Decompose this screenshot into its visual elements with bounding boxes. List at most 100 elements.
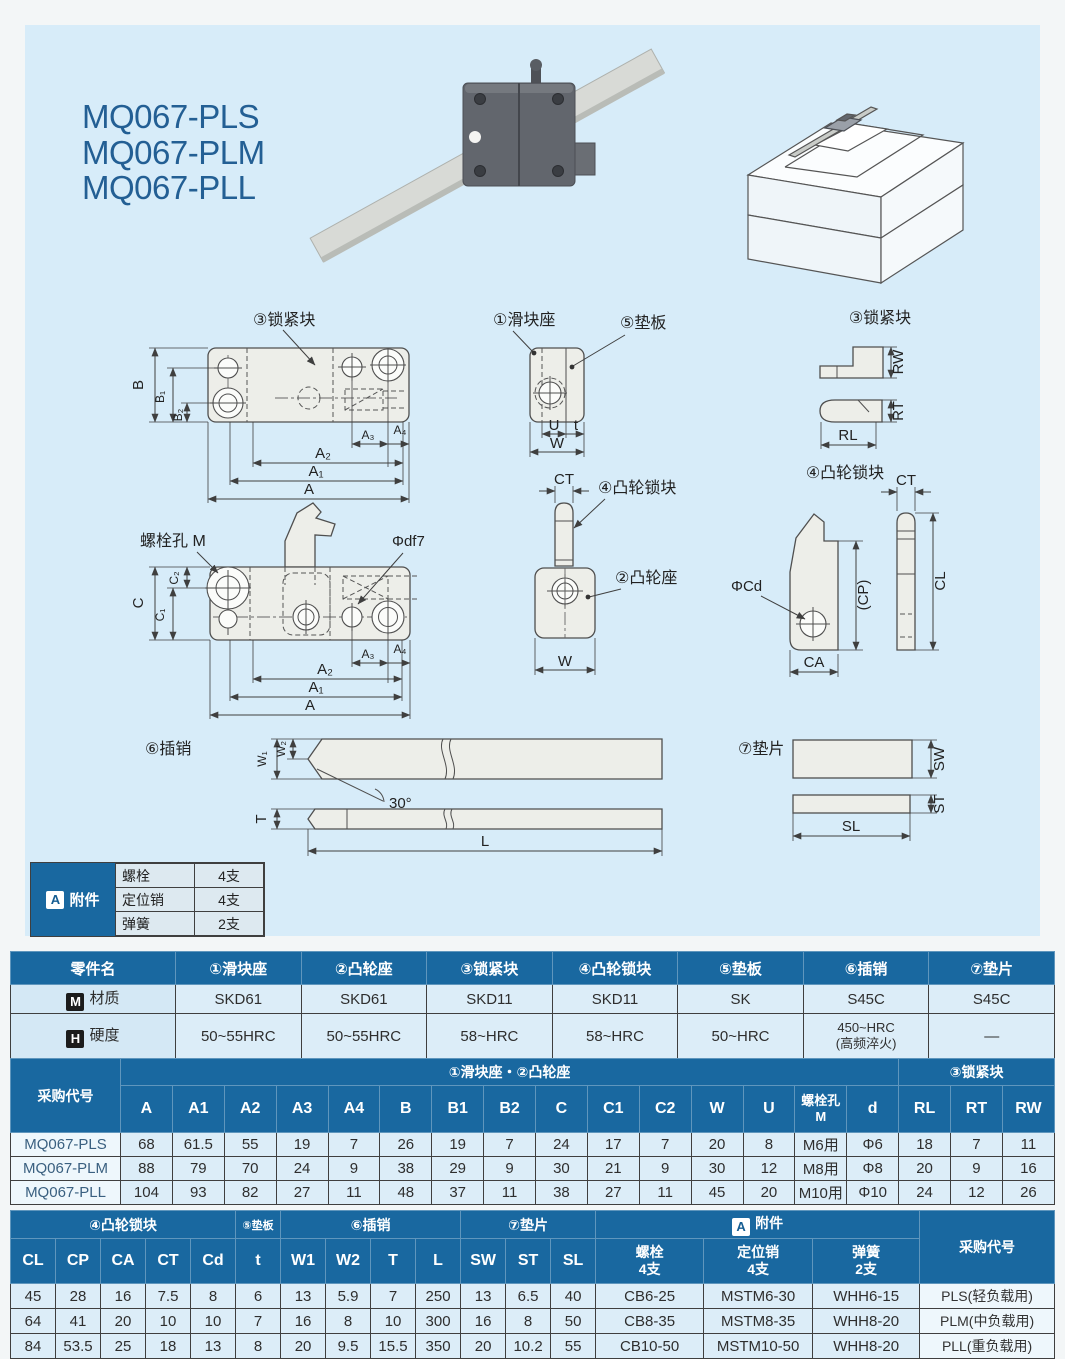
cell: 55 bbox=[550, 1333, 597, 1359]
cell: 58~HRC bbox=[426, 1013, 553, 1059]
cell: 11 bbox=[483, 1180, 536, 1205]
dim-A3: A₃ bbox=[362, 428, 375, 442]
accessory-group-label: 附件 bbox=[755, 1215, 784, 1231]
cell: 20 bbox=[460, 1333, 507, 1359]
col-header: W2 bbox=[325, 1238, 372, 1284]
cell: 350 bbox=[415, 1333, 462, 1359]
cell: 16 bbox=[460, 1308, 507, 1334]
cell: 10 bbox=[370, 1308, 417, 1334]
dim-CT: CT bbox=[896, 472, 916, 489]
cell: 11 bbox=[327, 1180, 381, 1205]
col-header: ②凸轮座 bbox=[300, 951, 428, 985]
cell: 8 bbox=[742, 1132, 796, 1157]
product-code: PLL(重负载用) bbox=[919, 1333, 1055, 1359]
cell: 21 bbox=[586, 1156, 640, 1181]
cell: 8 bbox=[235, 1333, 282, 1359]
accessory-name: 螺栓 bbox=[115, 863, 195, 888]
cell: 8 bbox=[325, 1308, 372, 1334]
cell: 7 bbox=[235, 1308, 282, 1334]
drawing-cam-seat-front: CT ④凸轮锁块 ②凸轮座 W bbox=[534, 471, 677, 675]
col-header: ①滑块座 bbox=[175, 951, 302, 985]
dim-A1: A₁ bbox=[308, 679, 323, 696]
lock-block-label: ③锁紧块 bbox=[253, 311, 315, 329]
cell: SK bbox=[677, 984, 804, 1014]
cell: 93 bbox=[171, 1180, 225, 1205]
dimension-table: 采购代号 ①滑块座・②凸轮座 ③锁紧块 A A1 A2 A3 A4 B B1 B… bbox=[10, 1058, 1056, 1205]
dim-CL: CL bbox=[932, 571, 949, 590]
cell: 27 bbox=[275, 1180, 329, 1205]
dim-C1: C₁ bbox=[153, 609, 167, 622]
dim-W: W bbox=[550, 435, 565, 452]
cell: 9 bbox=[327, 1156, 381, 1181]
col-header: SL bbox=[550, 1238, 597, 1284]
cell: 7 bbox=[483, 1132, 536, 1157]
dim-W2: W₂ bbox=[274, 741, 288, 757]
cell: 38 bbox=[379, 1156, 433, 1181]
cell: 20 bbox=[898, 1156, 951, 1181]
col-header: C bbox=[535, 1085, 588, 1133]
cell: 30 bbox=[690, 1156, 744, 1181]
cell: 10 bbox=[145, 1308, 191, 1334]
cell: 41 bbox=[55, 1308, 101, 1334]
col-header: RL bbox=[898, 1085, 951, 1133]
cell: 13 bbox=[460, 1283, 507, 1309]
cell: 7.5 bbox=[145, 1283, 191, 1309]
cell: 26 bbox=[1001, 1180, 1056, 1205]
part-name-header: 零件名 bbox=[10, 951, 176, 985]
accessory-tag: A bbox=[732, 1218, 751, 1236]
cell: 10 bbox=[189, 1308, 237, 1334]
table-row: MQ067-PLL 104 93 82 27 11 48 37 11 38 27… bbox=[10, 1180, 1056, 1205]
accessory-box: A 附件 螺栓 4支 定位销 4支 弹簧 2支 bbox=[30, 862, 265, 937]
cell: 104 bbox=[120, 1180, 173, 1205]
cell: 8 bbox=[189, 1283, 237, 1309]
product-photo bbox=[309, 48, 666, 263]
accessory-name: 定位销 bbox=[115, 887, 195, 912]
dim-U: U bbox=[549, 417, 560, 434]
cell: 48 bbox=[379, 1180, 433, 1205]
cell: 18 bbox=[898, 1132, 951, 1157]
table-row: 零件名 ①滑块座 ②凸轮座 ③锁紧块 ④凸轮锁块 ⑤垫板 ⑥插销 ⑦垫片 bbox=[10, 951, 1055, 985]
table-row: A A1 A2 A3 A4 B B1 B2 C C1 C2 W U 螺栓孔 M … bbox=[11, 1085, 1056, 1133]
cell: WHH8-20 bbox=[812, 1333, 921, 1359]
col-header-bolt: 螺栓 4支 bbox=[595, 1238, 705, 1284]
cell: 12 bbox=[742, 1156, 796, 1181]
cell: 27 bbox=[586, 1180, 640, 1205]
drawing-panel: MQ067-PLS MQ067-PLM MQ067-PLL bbox=[25, 25, 1040, 936]
cell: 20 bbox=[100, 1308, 146, 1334]
dim-A: A bbox=[305, 697, 315, 714]
cell: 13 bbox=[189, 1333, 237, 1359]
cell: 45 bbox=[10, 1283, 56, 1309]
dim-W1: W₁ bbox=[255, 751, 269, 766]
col-header: W bbox=[690, 1085, 744, 1133]
dim-RL: RL bbox=[838, 427, 857, 444]
dim-T: T bbox=[253, 814, 270, 823]
col-header: ST bbox=[505, 1238, 552, 1284]
col-header: RT bbox=[950, 1085, 1003, 1133]
code-header: 采购代号 bbox=[10, 1058, 121, 1133]
col-header: L bbox=[415, 1238, 462, 1284]
dim-L: L bbox=[481, 833, 489, 850]
col-header: t bbox=[235, 1238, 282, 1284]
drawing-slider-seat-top: ③锁紧块 B B₁ B₂ A₃ bbox=[130, 311, 410, 503]
dim-C: C bbox=[130, 597, 147, 608]
cell: 20 bbox=[742, 1180, 796, 1205]
cell: M8用 bbox=[794, 1156, 848, 1181]
cell: 18 bbox=[145, 1333, 191, 1359]
cell: Φ10 bbox=[846, 1180, 900, 1205]
dim-CT: CT bbox=[554, 471, 574, 488]
cell: 9 bbox=[638, 1156, 692, 1181]
cell: 20 bbox=[280, 1333, 327, 1359]
cell: 6 bbox=[235, 1283, 282, 1309]
col-header: A3 bbox=[275, 1085, 329, 1133]
cell: 7 bbox=[327, 1132, 381, 1157]
cell: 11 bbox=[638, 1180, 692, 1205]
phi-cd-label: ΦCd bbox=[731, 578, 762, 595]
group-header-lock: ③锁紧块 bbox=[898, 1058, 1055, 1086]
col-header: Cd bbox=[189, 1238, 237, 1284]
cell: 61.5 bbox=[171, 1132, 225, 1157]
cell: SKD61 bbox=[175, 984, 302, 1014]
col-header: ③锁紧块 bbox=[426, 951, 553, 985]
